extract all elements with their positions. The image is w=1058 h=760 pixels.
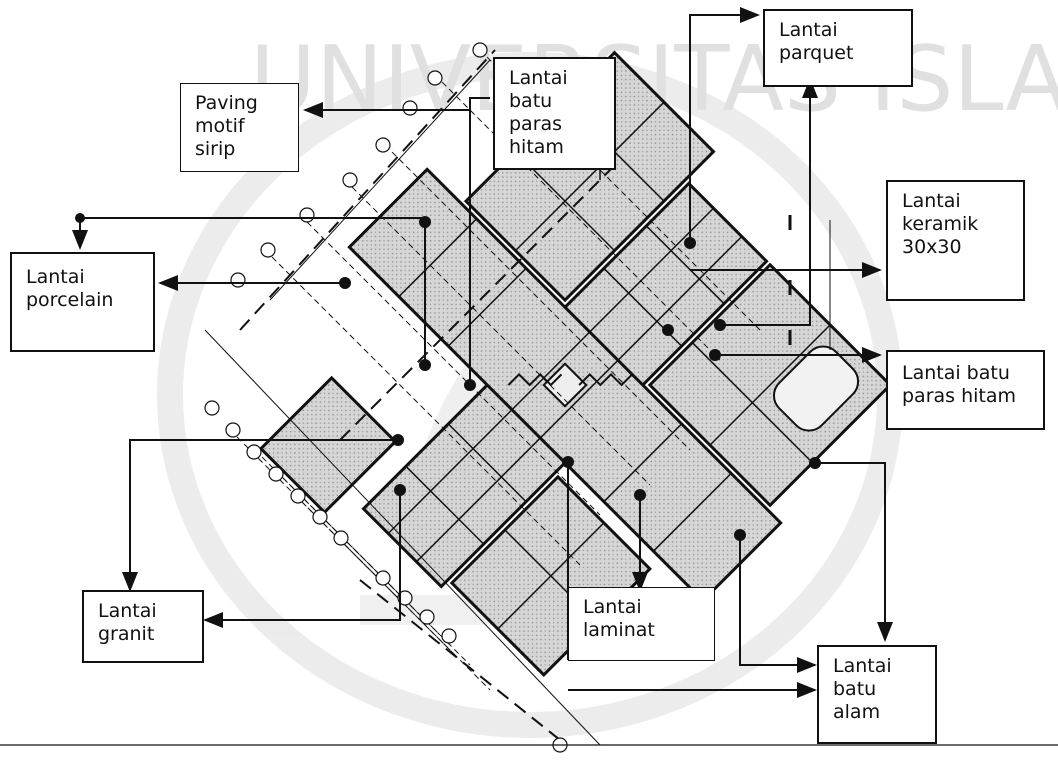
label-lantai-laminat: Lantai laminat [568, 587, 715, 661]
right-side-markers [788, 215, 831, 350]
label-lantai-batu-paras-hitam-right: Lantai batu paras hitam [886, 350, 1045, 430]
leader-dots [75, 213, 821, 541]
label-paving-motif-sirip: Paving motif sirip [180, 83, 299, 172]
label-lantai-keramik: Lantai keramik 30x30 [886, 180, 1025, 301]
label-lantai-granit: Lantai granit [82, 590, 204, 663]
label-lantai-batu-paras-hitam-top: Lantai batu paras hitam [493, 57, 616, 170]
label-lantai-batu-alam: Lantai batu alam [817, 645, 937, 744]
label-lantai-porcelain: Lantai porcelain [10, 252, 155, 352]
label-lantai-parquet: Lantai parquet [763, 9, 913, 87]
grid-bubbles [204, 42, 568, 753]
